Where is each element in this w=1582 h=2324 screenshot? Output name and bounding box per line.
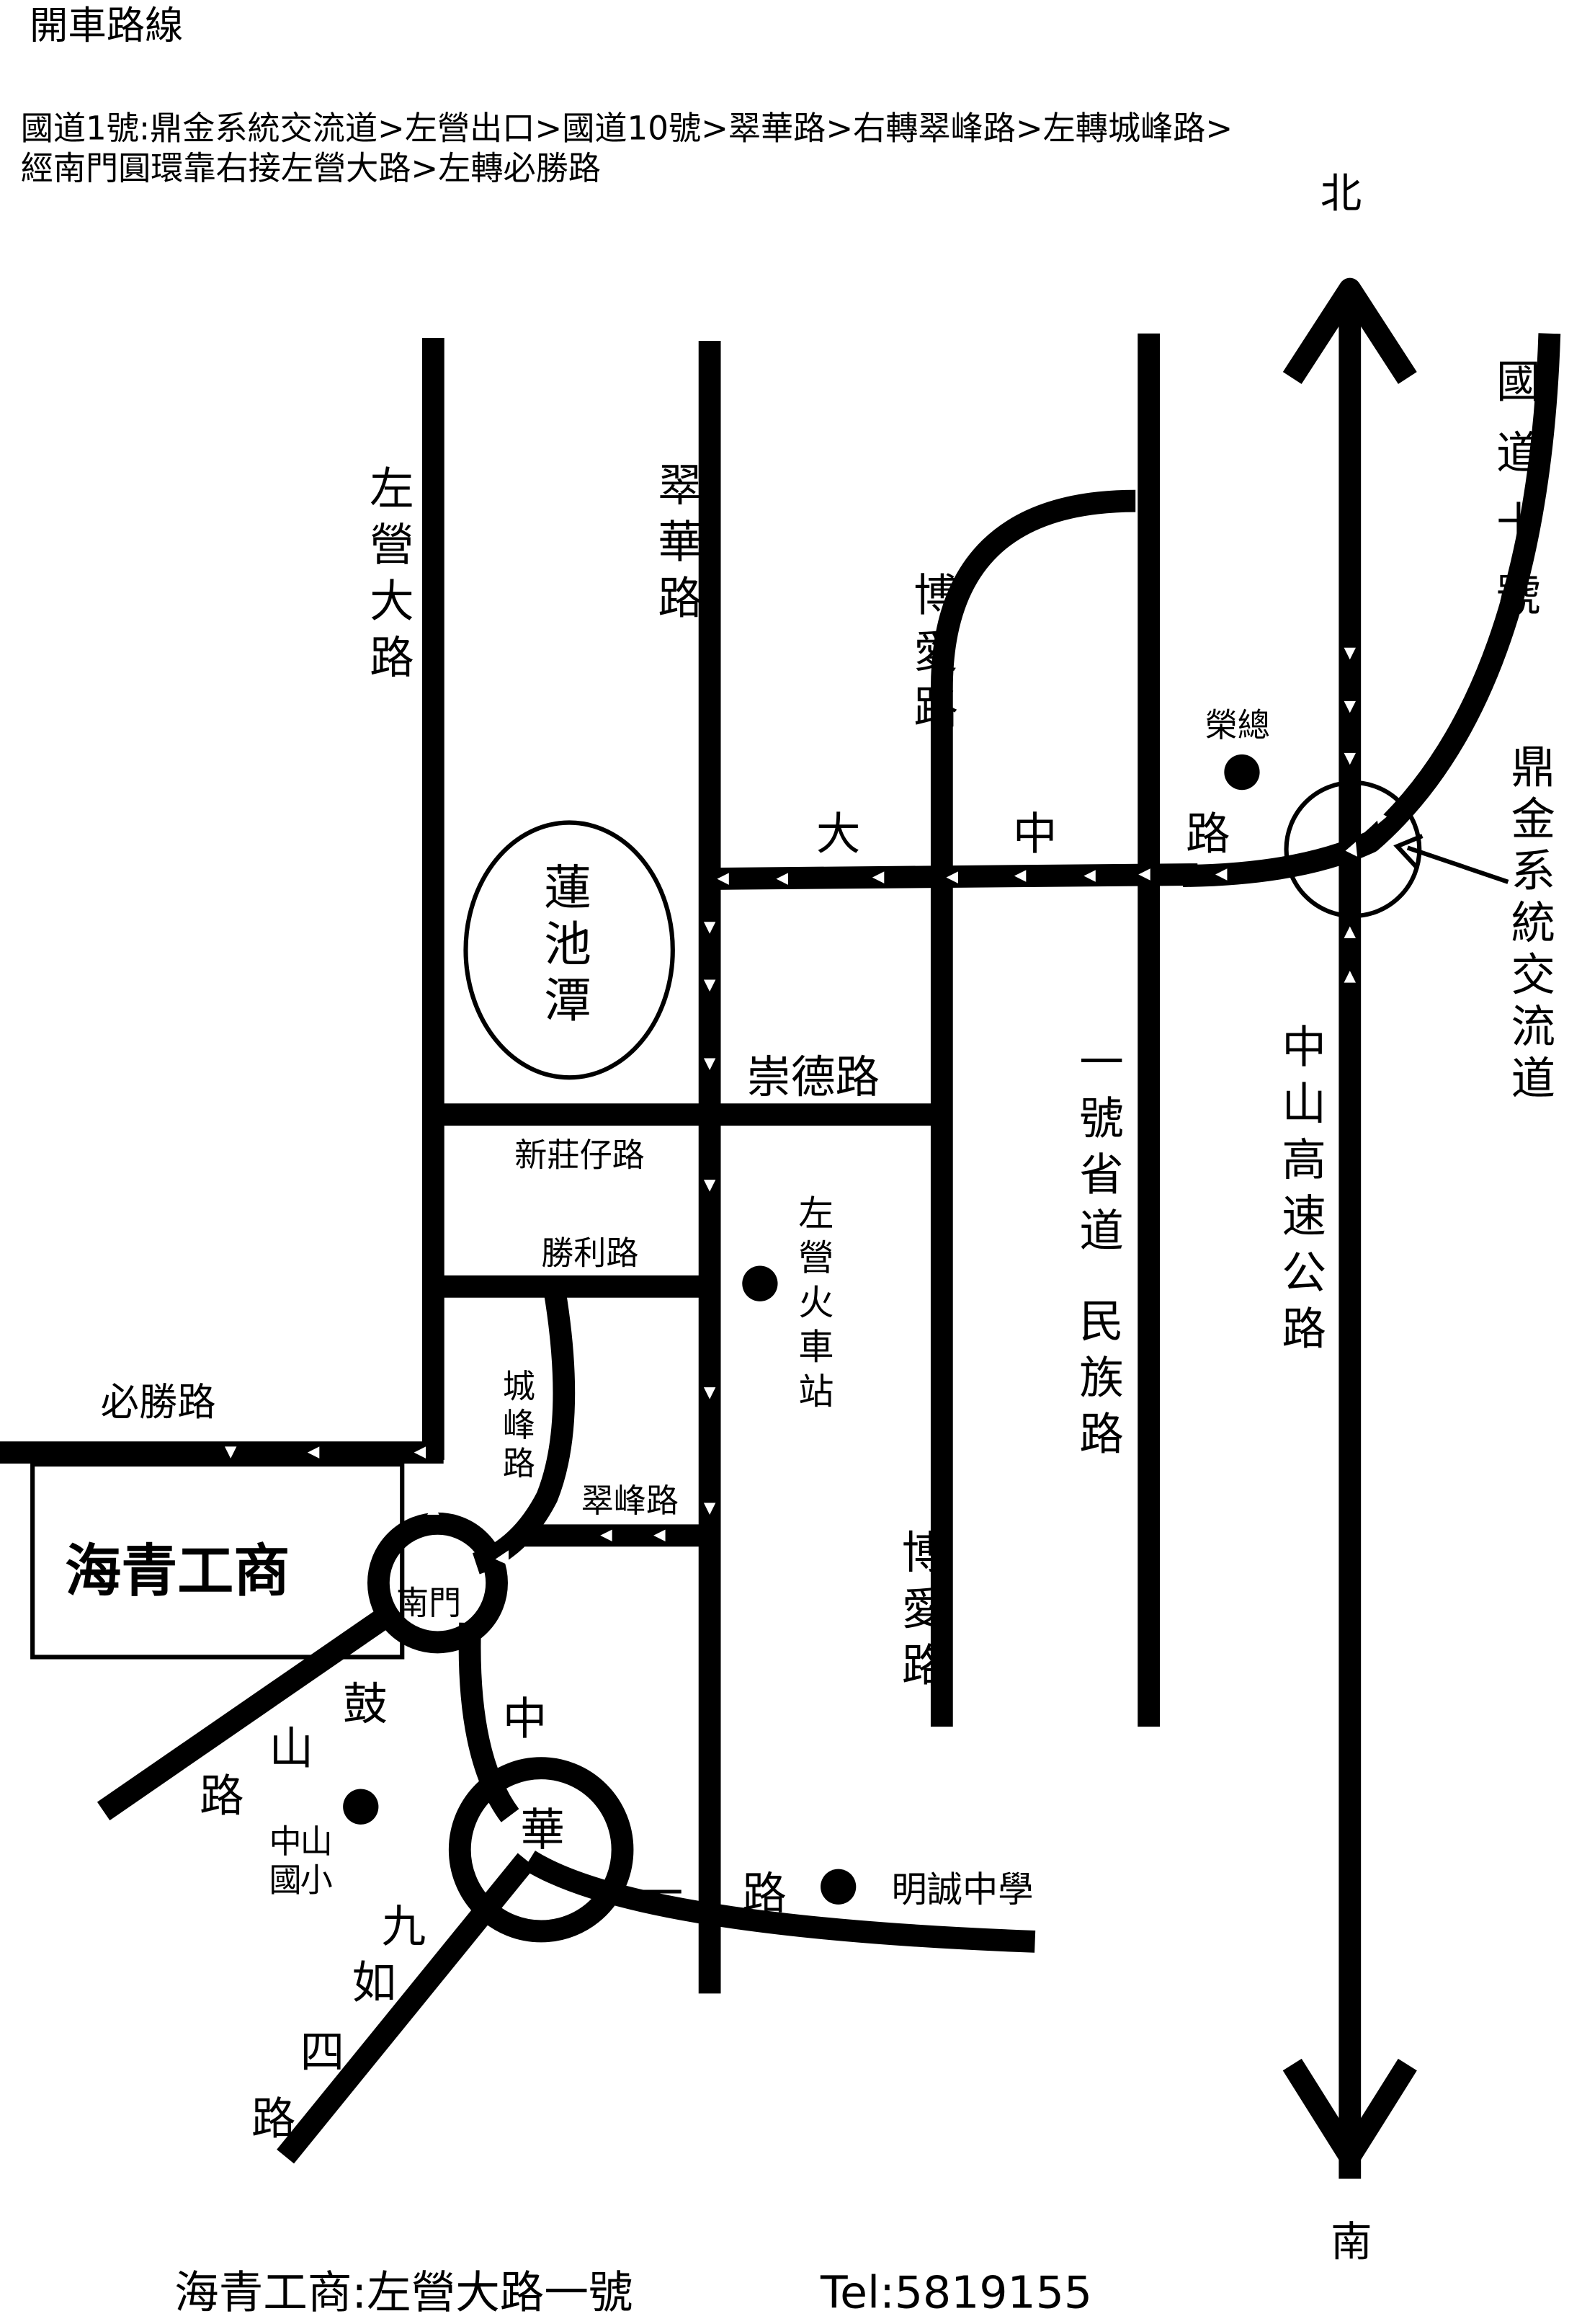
zhonghua-road-label-1: 中 xyxy=(503,1693,548,1745)
zhongshan-elementary-label: 中山國小 xyxy=(269,1822,333,1900)
dazhong-road-label-2: 中 xyxy=(1013,808,1058,860)
route-arrow xyxy=(703,1180,716,1192)
route-arrow xyxy=(307,1446,320,1459)
route-arrow xyxy=(946,871,958,883)
south-gate-roundabout xyxy=(367,1512,508,1654)
route-arrow xyxy=(1138,868,1150,881)
route-arrow xyxy=(703,922,716,934)
route-arrow xyxy=(224,1446,237,1459)
route-description-line1: 國道1號:鼎金系統交流道>左營出口>國道10號>翠華路>右轉翠峰路>左轉城峰路> xyxy=(21,109,1233,147)
freeway-10-label: 國道十號 xyxy=(1496,356,1541,621)
route-arrows xyxy=(224,647,1387,1565)
route-arrow xyxy=(1344,700,1356,713)
zhonghua-road-label-3: 一 xyxy=(639,1868,684,1920)
route-arrow xyxy=(1014,870,1027,882)
zuoying-dalu-label: 左營大路 xyxy=(370,463,414,684)
xinzhuangzi-road-label: 新莊仔路 xyxy=(514,1136,645,1175)
south-gate-label: 南門 xyxy=(396,1584,461,1622)
vgh-label: 榮總 xyxy=(1205,706,1270,744)
provincial-1-label: 一號省道 xyxy=(1079,1036,1124,1257)
shengli-road-label: 勝利路 xyxy=(541,1234,638,1272)
zhonghua-road-label-2: 華 xyxy=(520,1804,565,1856)
route-arrow xyxy=(703,1387,716,1399)
jiuru-road-label: 九如四路 xyxy=(251,1900,426,2145)
vgh-marker xyxy=(1224,754,1260,791)
route-arrow xyxy=(600,1529,612,1542)
freeway-10-road xyxy=(1182,333,1561,887)
route-arrow xyxy=(872,871,885,883)
route-arrow xyxy=(1344,971,1356,983)
south-label: 南 xyxy=(1331,2217,1372,2266)
cuihua-road-label: 翠華路 xyxy=(658,460,702,624)
footer-address: 海青工商:左營大路一號 xyxy=(174,2266,633,2318)
minzu-road-label: 民族路 xyxy=(1079,1296,1124,1460)
route-arrow xyxy=(776,873,788,885)
zhonghua-roundabout xyxy=(448,1757,634,1943)
gushan-road xyxy=(97,1606,394,1821)
dingjin-interchange-circle xyxy=(1284,780,1422,919)
lotus-pond-outline xyxy=(463,820,675,1080)
footer-tel: Tel:5819155 xyxy=(820,2266,1092,2318)
route-arrow xyxy=(703,979,716,992)
mingcheng-high-label: 明誠中學 xyxy=(892,1869,1034,1910)
dazhong-road-label-1: 大 xyxy=(816,808,861,860)
interchange-pointer-line xyxy=(1406,845,1509,884)
route-arrow xyxy=(653,1529,666,1542)
interchange-label: 鼎金系統交流道 xyxy=(1511,742,1555,1105)
route-arrow xyxy=(414,1446,426,1459)
route-arrow xyxy=(1344,752,1356,765)
route-arrow xyxy=(1215,868,1228,881)
compass-arrow xyxy=(1282,277,1417,2179)
route-arrow xyxy=(1344,926,1356,938)
gushan-road-label: 鼓山路 xyxy=(200,1678,388,1822)
route-arrow xyxy=(1375,809,1387,824)
zhonghua-road-upper xyxy=(458,1622,519,1822)
zhonghua-road-lower xyxy=(523,1851,1036,1953)
school-name: 海青工商 xyxy=(65,1539,290,1604)
route-description-line2: 經南門圓環靠右接左營大路>左轉必勝路 xyxy=(21,149,601,187)
route-arrow xyxy=(703,1502,716,1515)
zhongshan-elementary-marker xyxy=(343,1789,379,1825)
route-arrow xyxy=(717,873,729,885)
lotus-pond-label: 蓮池潭 xyxy=(544,860,591,1028)
zhonghua-road-label-4: 路 xyxy=(742,1868,787,1920)
cuifeng-road-label: 翠峰路 xyxy=(581,1482,679,1520)
chongde-road-label: 崇德路 xyxy=(746,1051,880,1103)
north-label: 北 xyxy=(1320,169,1362,218)
route-arrow xyxy=(495,1550,509,1565)
zuoying-station-marker xyxy=(742,1265,778,1301)
zhongshan-highway-label: 中山高速公路 xyxy=(1282,1022,1326,1355)
boai-road-label-lower: 博愛路 xyxy=(902,1527,947,1691)
interchange-pointer-arrow xyxy=(1393,834,1424,869)
mingcheng-high-marker xyxy=(821,1869,857,1905)
bisheng-road-label: 必勝路 xyxy=(101,1379,216,1425)
route-arrow xyxy=(1345,842,1358,857)
school-box xyxy=(30,1461,405,1660)
chengfeng-road xyxy=(472,1287,576,1575)
route-arrow xyxy=(427,1502,439,1515)
dazhong-road-label-3: 路 xyxy=(1186,808,1230,860)
route-arrow xyxy=(703,1058,716,1070)
route-arrow xyxy=(1344,647,1356,660)
map-title: 開車路線 xyxy=(30,2,183,48)
route-arrow xyxy=(1083,870,1096,882)
zuoying-station-label: 左營火車站 xyxy=(798,1193,834,1412)
chengfeng-road-label: 城峰路 xyxy=(503,1367,535,1482)
boai-road-label-upper: 博愛路 xyxy=(913,569,958,734)
boai-road xyxy=(930,489,1136,1727)
